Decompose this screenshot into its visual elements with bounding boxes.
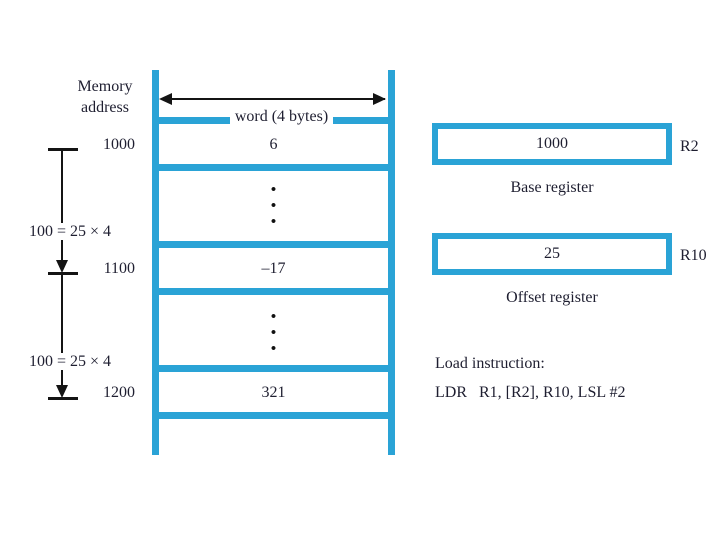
offset-register-name: R10 [680,247,707,264]
row-line [152,288,395,295]
down-arrowhead-icon [56,385,68,398]
span-connector [61,275,63,386]
row-line [152,365,395,372]
base-register-name: R2 [680,138,699,155]
span-connector [61,151,63,261]
row-line [152,164,395,171]
memory-address-title: Memory address [77,78,133,116]
row-line [152,412,395,419]
span-distance-label: 100 = 25 × 4 [2,205,122,259]
memory-column-left-rail [152,70,159,455]
offset-register-value: 25 [544,245,560,262]
base-register-box: 1000 [432,123,672,165]
span-tick-middle [48,272,78,275]
right-arrowhead-icon [373,93,386,105]
span-distance-label: 100 = 25 × 4 [2,335,122,389]
base-register-value: 1000 [536,135,568,152]
memory-column-right-rail [388,70,395,455]
cell-value-neg17: –17 [261,260,286,277]
base-register-caption: Base register [510,179,594,196]
vertical-ellipsis: • • • [270,309,277,357]
offset-register-caption: Offset register [506,289,598,306]
address-label-1000: 1000 [103,136,135,153]
offset-register-box: 25 [432,233,672,275]
left-arrowhead-icon [159,93,172,105]
row-line [152,241,395,248]
cell-value-321: 321 [261,384,286,401]
cell-value-6: 6 [269,136,278,153]
address-label-1200: 1200 [103,384,135,401]
word-width-arrow [163,98,385,100]
span-tick-top [48,148,78,151]
vertical-ellipsis: • • • [270,182,277,230]
span-tick-bottom [48,397,78,400]
address-label-1100: 1100 [103,260,135,277]
word-width-label: word (4 bytes) [152,90,395,144]
down-arrowhead-icon [56,260,68,273]
instruction-heading: Load instruction: [435,355,545,372]
instruction-code: LDR R1, [R2], R10, LSL #2 [435,384,626,401]
